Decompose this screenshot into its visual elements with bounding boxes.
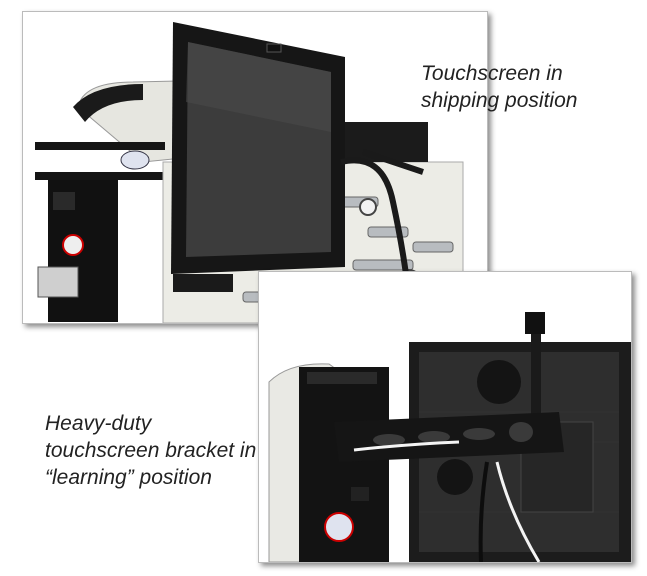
shipping-caption-line-1: Touchscreen in xyxy=(421,62,563,85)
shipping-photo-drawing xyxy=(23,12,487,323)
learning-photo-drawing xyxy=(259,272,631,562)
learning-position-photo xyxy=(258,271,632,563)
learning-caption: Heavy-duty touchscreen bracket in “learn… xyxy=(45,410,295,491)
shipping-position-photo xyxy=(22,11,488,324)
shipping-caption-line-2: shipping position xyxy=(421,89,578,112)
shipping-caption: Touchscreen in shipping position xyxy=(421,60,621,114)
learning-caption-line-3: “learning” position xyxy=(45,466,212,489)
learning-caption-line-1: Heavy-duty xyxy=(45,412,152,435)
learning-caption-line-2: touchscreen bracket in xyxy=(45,439,257,462)
